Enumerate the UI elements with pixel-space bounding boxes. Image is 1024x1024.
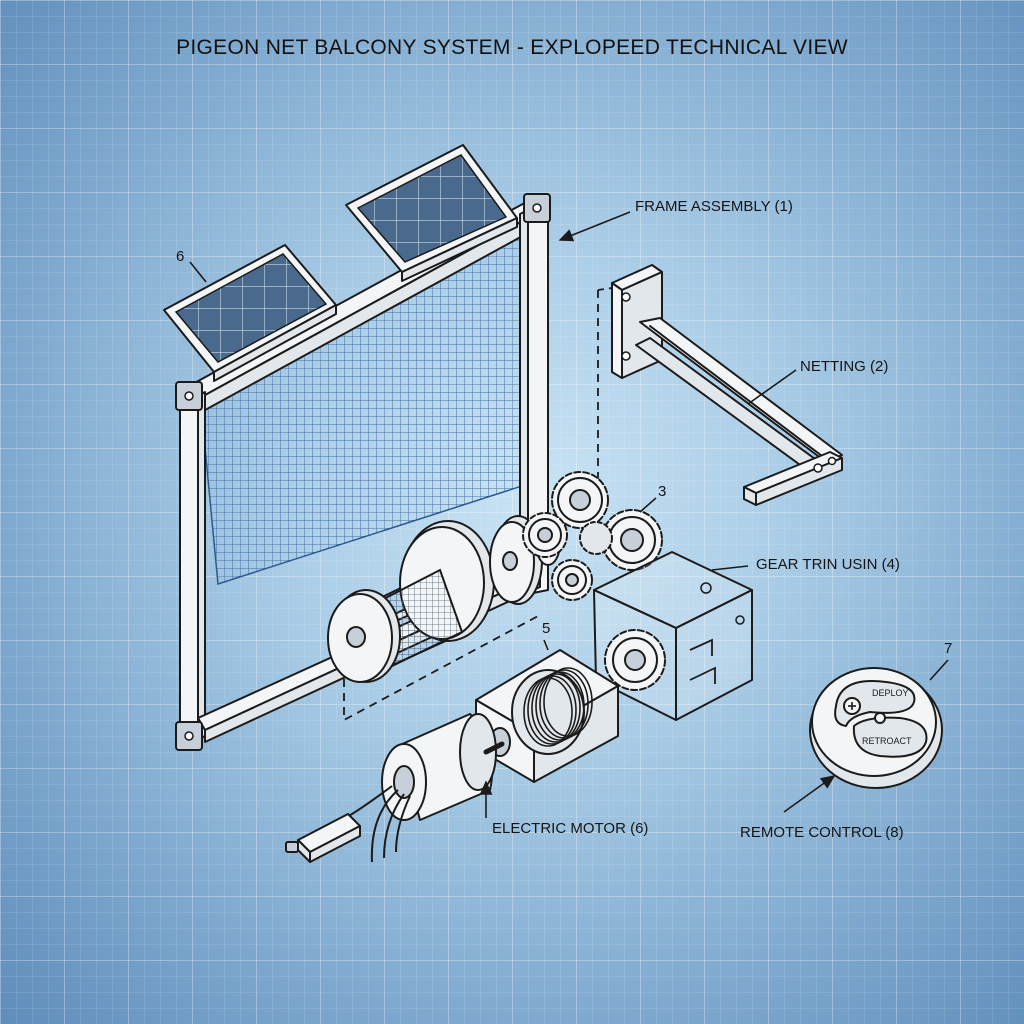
gear-mid (522, 512, 568, 558)
label-frame-assembly: FRAME ASSEMBLY (1) (635, 198, 793, 215)
callout-number-solar: 6 (176, 248, 185, 265)
leader-gear-train (711, 565, 749, 571)
gear-large-top (551, 471, 609, 529)
callout-number-remote: 7 (944, 640, 953, 657)
deploy-button-label: DEPLOY (872, 688, 909, 698)
diagram-title: PIGEON NET BALCONY SYSTEM - EXPLOPEED TE… (176, 36, 848, 59)
gear-right (601, 509, 663, 571)
retract-button-label: RETROACT (862, 736, 912, 746)
motor-coil-housing (475, 649, 619, 783)
leader-lines (189, 211, 949, 818)
callout-number-spool: 5 (542, 620, 551, 637)
gear-small (551, 559, 593, 601)
leader-remote-control (783, 775, 836, 813)
gear-train (522, 471, 663, 601)
leader-solar (189, 261, 207, 283)
leader-gears (639, 497, 657, 513)
motor-connector-plug (285, 813, 361, 863)
remote-control: DEPLOY RETROACT (809, 667, 943, 789)
label-netting: NETTING (2) (800, 358, 889, 375)
leader-remote-number (929, 659, 949, 681)
wall-bracket (611, 264, 843, 506)
leader-netting (747, 369, 797, 405)
leader-spool (543, 639, 549, 651)
label-remote-control: REMOTE CONTROL (8) (740, 824, 904, 841)
solar-panel-left (163, 244, 337, 382)
deploy-button-outline (834, 680, 916, 727)
label-electric-motor: ELECTRIC MOTOR (6) (492, 820, 649, 837)
label-gear-train: GEAR TRIN USIN (4) (756, 556, 900, 573)
leader-frame-assembly (558, 211, 631, 242)
electric-motor (381, 713, 505, 821)
solar-panel-right (345, 144, 518, 282)
callout-number-gears: 3 (658, 483, 667, 500)
